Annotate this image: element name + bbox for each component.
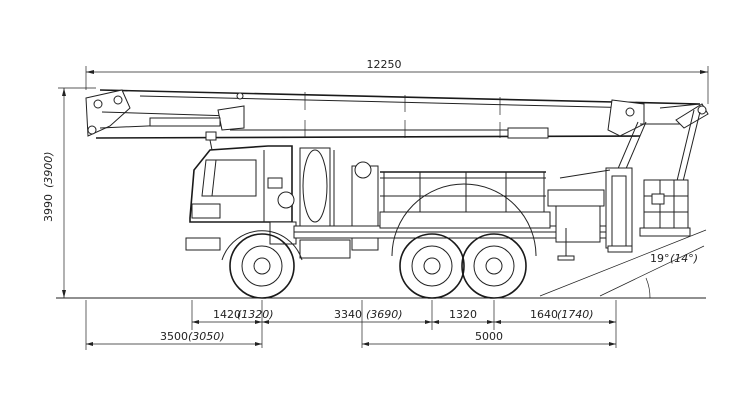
axle-dimension-chain: 1420 (1320) 3340 (3690) 1320 1640 (1740) (191, 300, 617, 348)
departure-angle: 19° (14°) (539, 229, 707, 299)
rear-overhang-alt-label: (1740) (557, 308, 594, 321)
rear-wheel-1 (399, 233, 465, 299)
front-wheel (221, 230, 303, 299)
height-main-label: 3990 (42, 194, 55, 222)
truck-cab (185, 131, 297, 251)
cab-length-alt-label: (3050) (188, 330, 225, 343)
rear-wheel-2 (391, 183, 537, 299)
height-dimension: 3990 (3900) (42, 87, 96, 298)
front-axle-main-label: 1420 (213, 308, 241, 321)
overall-length-label: 12250 (367, 58, 402, 71)
rear-overhang-main-label: 1640 (530, 308, 558, 321)
rear-section-label: 5000 (475, 330, 503, 343)
bogie-spacing-label: 1320 (449, 308, 477, 321)
section-dimension-chain: 3500 (3050) 5000 (85, 300, 616, 350)
boom-assembly (85, 89, 709, 211)
height-alt-label: (3900) (42, 151, 55, 188)
angle-alt-label: (14°) (670, 252, 698, 265)
overall-length-dimension: 12250 (85, 58, 709, 104)
platform-railing (380, 171, 546, 212)
turntable (547, 167, 633, 261)
cab-length-main-label: 3500 (160, 330, 188, 343)
work-basket (639, 179, 691, 237)
front-axle-alt-label: (1320) (237, 308, 274, 321)
angle-main-label: 19° (650, 252, 670, 265)
wheelbase-main-label: 3340 (334, 308, 362, 321)
wheelbase-alt-label: (3690) (366, 308, 403, 321)
